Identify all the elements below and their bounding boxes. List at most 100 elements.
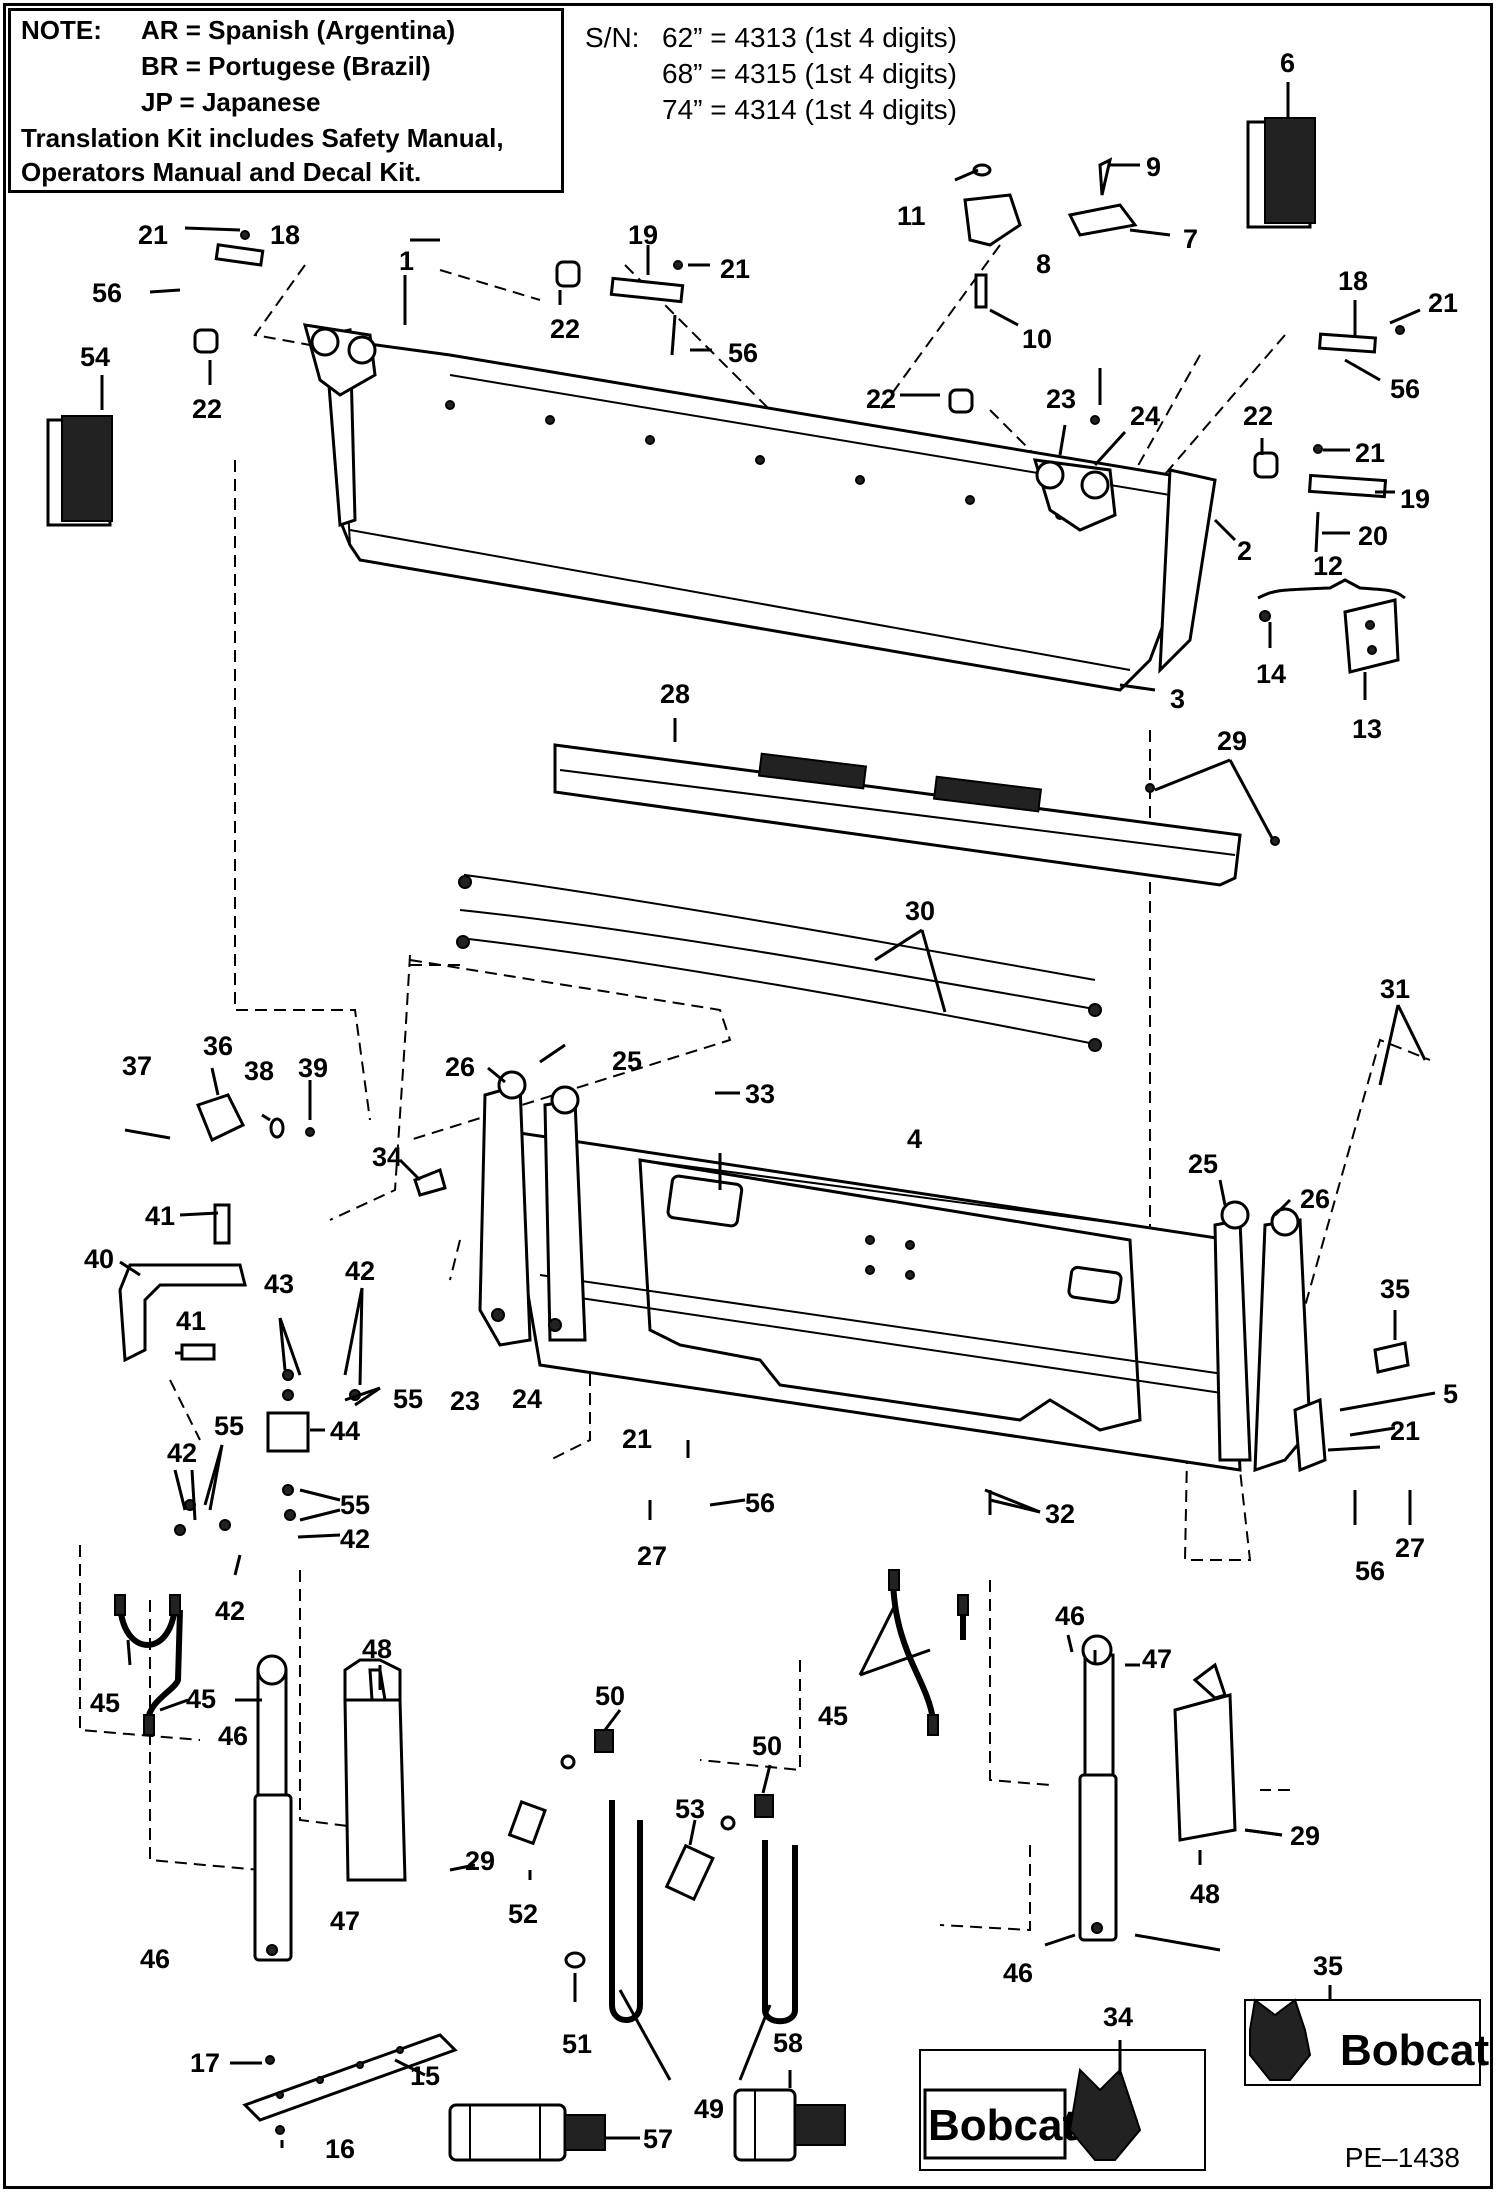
callout-10: 10 [1022,324,1052,354]
callout-54: 54 [80,342,110,372]
callout-35-small: 35 [1380,1274,1410,1304]
callout-41-side: 41 [176,1306,206,1336]
callout-13: 13 [1352,714,1382,744]
callout-21-b: 21 [720,254,750,284]
callout-41-top: 41 [145,1201,175,1231]
callout-29-a: 29 [1217,726,1247,756]
valve-block-44 [266,1411,310,1453]
fitting-50-left [594,1729,614,1753]
bracket-36 [196,1093,246,1143]
pin-9 [1098,157,1113,196]
callout-20: 20 [1358,521,1388,551]
guard-48-left [343,1658,407,1882]
callout-22-b: 22 [550,314,580,344]
callout-8: 8 [1036,249,1051,279]
bushing-22-a [193,328,219,354]
note-line-kit: Translation Kit includes Safety Manual, [21,123,504,153]
callout-16: 16 [325,2134,355,2164]
bobcat-decal-35: Bobcat [1244,1998,1489,2086]
bobcat-wordmark-34: Bobcat [928,2101,1077,2150]
callout-21-a: 21 [138,220,168,250]
callout-34-small: 34 [372,1142,402,1172]
callout-44: 44 [330,1416,360,1446]
callout-58: 58 [773,2028,803,2058]
callout-23-top: 23 [1046,384,1076,414]
callout-11: 11 [897,201,926,231]
translation-note-box: NOTE: AR = Spanish (Argentina) BR = Port… [8,8,564,193]
callout-37: 37 [122,1051,152,1081]
callout-25-right: 25 [1188,1149,1218,1179]
cap-51 [564,1951,586,1969]
callout-19-top: 19 [628,220,658,250]
callout-numbers: 1 2 3 4 5 6 7 8 9 10 11 12 13 14 15 16 1… [80,48,1458,2164]
callout-23-bottom: 23 [450,1386,480,1416]
callout-42-c: 42 [340,1524,370,1554]
callout-50-right: 50 [752,1731,782,1761]
bolt-56-top [670,314,677,356]
latch-hardware [963,157,1138,309]
callout-56-c: 56 [1390,374,1420,404]
callout-36: 36 [203,1031,233,1061]
bucket-hinge-right [1032,458,1117,532]
bolt-10 [974,273,988,309]
callout-42-a: 42 [345,1256,375,1286]
callout-56-b: 56 [728,338,758,368]
callout-26-right: 26 [1300,1184,1330,1214]
callout-40: 40 [84,1244,114,1274]
bolt-56-right-top [1344,358,1381,382]
callout-53: 53 [675,1794,705,1824]
callout-57: 57 [643,2124,673,2154]
latch-handle-left [478,1070,587,1347]
bracket-8 [963,193,1022,247]
callout-18-right: 18 [1338,266,1368,296]
callout-25-left: 25 [612,1046,642,1076]
decal-34-small [413,1167,447,1197]
callout-19-right: 19 [1400,484,1430,514]
callout-21-d: 21 [1355,438,1385,468]
callout-2: 2 [1237,536,1252,566]
callout-56-e: 56 [1355,1556,1385,1586]
callout-34-decal: 34 [1103,2002,1133,2032]
decal-pack-6 [1246,117,1316,229]
coupler-58 [733,2088,846,2162]
pin-19-top [609,276,685,304]
bushing-22-c [948,388,974,414]
callout-22-c: 22 [866,384,896,414]
bobcat-logo-icon [1068,2067,1142,2161]
callout-4: 4 [907,1124,922,1154]
callout-24-top: 24 [1130,401,1160,431]
callout-leaders [100,82,1436,2148]
callout-28: 28 [660,679,690,709]
callout-55-b: 55 [214,1411,244,1441]
callout-22-a: 22 [192,394,222,424]
serial-label: S/N: [585,22,640,53]
callout-32: 32 [1045,1499,1075,1529]
decal-pack-54 [46,415,113,527]
coupler-57 [448,2103,606,2162]
bobcat-wordmark-35: Bobcat [1340,2026,1489,2075]
callout-56-a: 56 [92,278,122,308]
callout-49: 49 [694,2094,724,2124]
bolt-41-top [213,1203,231,1245]
nut-11 [972,163,992,177]
mount-frame-4 [498,1128,1242,1472]
callout-55-a: 55 [393,1384,423,1414]
pins-and-bushings [193,230,1405,553]
decal-35-small [1373,1341,1410,1374]
callout-45-a: 45 [90,1688,120,1718]
callout-52: 52 [508,1899,538,1929]
callout-21-e: 21 [622,1424,652,1454]
bushing-22-b [555,260,581,288]
callout-18-left: 18 [270,220,300,250]
callout-45-c: 45 [818,1701,848,1731]
callout-38: 38 [244,1056,274,1086]
callout-46-a: 46 [218,1721,248,1751]
guard-48-right [1173,1662,1237,1842]
callout-30: 30 [905,896,935,926]
bracket-7 [1067,203,1138,237]
callout-46-c: 46 [1055,1601,1085,1631]
callout-46-b: 46 [140,1944,170,1974]
hoses-45 [114,1569,969,1736]
small-hardware-left [118,1093,1410,1374]
callout-29-c: 29 [1290,1821,1320,1851]
